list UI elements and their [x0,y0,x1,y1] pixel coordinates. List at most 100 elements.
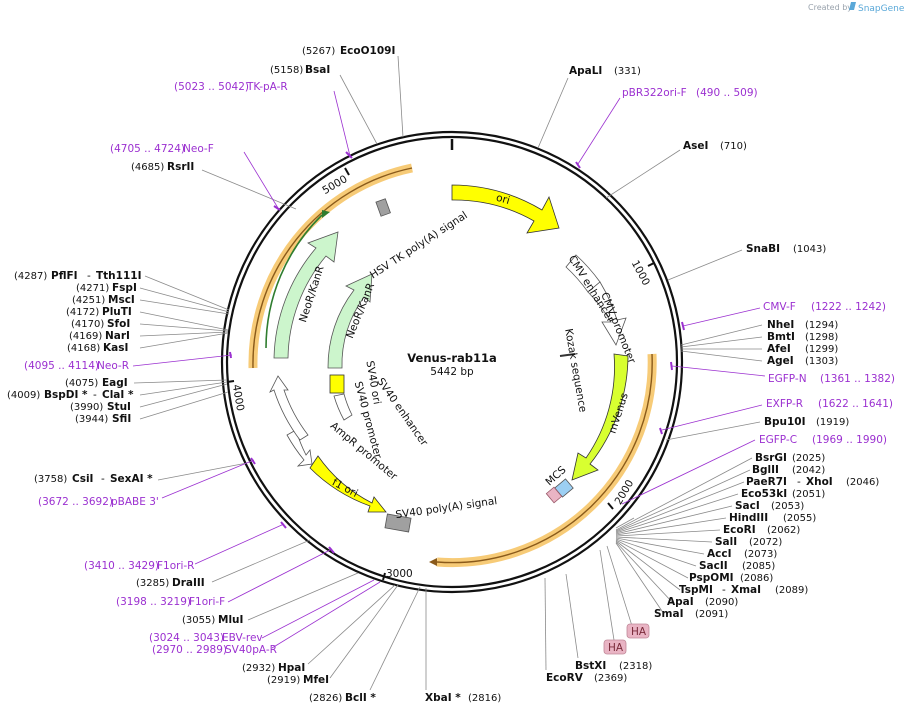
enzyme-tspmi[interactable]: TspMI [679,584,713,596]
enzyme-snabi[interactable]: SnaBI [746,243,780,255]
ha-tag-2[interactable] [603,639,627,655]
primer-f1ori-f[interactable]: F1ori-F [189,596,225,608]
enzyme-sacii[interactable]: SacII [699,560,728,572]
enzyme-bsai[interactable]: BsaI [305,64,330,76]
enzyme-bglii[interactable]: BglII [752,464,779,476]
enzyme-acci[interactable]: AccI [707,548,731,560]
primer-pbr322ori-f[interactable]: pBR322ori-F [622,87,687,99]
primer-neo-f[interactable]: Neo-F [183,143,214,155]
feature-kozak[interactable] [559,353,576,357]
enzyme-ecorv-pos: (2369) [594,673,627,684]
enzyme-csii[interactable]: CsiI [72,473,93,485]
enzyme-pluti[interactable]: PluTI [102,306,132,318]
enzyme-sacii-pos: (2085) [742,561,775,572]
enzyme-bpu10i[interactable]: Bpu10I [764,416,806,428]
feature-sv40-promoter[interactable] [269,375,309,441]
enzyme-nari[interactable]: NarI [105,330,130,342]
primer-ebv-rev-pos: (3024 .. 3043) [149,632,224,644]
enzyme-eagi-pos: (4075) [65,378,98,389]
primer-pbabe3[interactable]: pBABE 3' [111,496,159,508]
watermark-brand: SnapGene [858,4,905,14]
enzyme-rsrii-pos: (4685) [131,162,164,173]
primer-neo-r[interactable]: Neo-R [97,360,129,372]
neokan-orf-arrowhead [322,210,330,218]
primer-egfp-c[interactable]: EGFP-C [759,434,797,446]
feature-sv40-ori[interactable] [329,374,345,394]
feature-neokan-inner[interactable] [327,273,373,369]
enzyme-afei-pos: (1299) [805,344,838,355]
enzyme-bmti[interactable]: BmtI [767,331,795,343]
feature-ori[interactable] [451,184,560,234]
feature-mvenus[interactable] [571,353,629,481]
primer-ebv-rev[interactable]: EBV-rev [222,632,263,644]
enzyme-msci[interactable]: MscI [108,294,135,306]
enzyme-tspmi-sep: - [722,584,726,596]
enzyme-draiii[interactable]: DraIII [172,577,205,589]
enzyme-ecoo109i[interactable]: EcoO109I [340,45,395,57]
enzyme-smai[interactable]: SmaI [654,608,684,620]
enzyme-bspdi[interactable]: BspDI * [44,389,88,401]
enzyme-paer7i-sep: - [797,476,801,488]
feature-cmv-promoter[interactable] [587,281,627,346]
feature-sv40-polya[interactable] [384,513,412,533]
enzyme-sfoi[interactable]: SfoI [107,318,130,330]
feature-sv40-enhancer[interactable] [333,393,353,421]
enzyme-bstxi[interactable]: BstXI [575,660,606,672]
enzyme-sexai[interactable]: SexAI * [110,473,153,485]
enzyme-clai[interactable]: ClaI * [102,389,134,401]
enzyme-agei[interactable]: AgeI [767,355,794,367]
primer-tk-pa-r[interactable]: TK-pA-R [246,81,288,93]
enzyme-bsrgi[interactable]: BsrGI [755,452,787,464]
feature-hsv-tk-polya[interactable] [375,198,391,217]
enzyme-stui[interactable]: StuI [107,401,131,413]
enzyme-asei[interactable]: AseI [683,140,708,152]
backbone-outer-ring [220,130,684,594]
label-hsv-tk-polya: HSV TK poly(A) signal [368,209,470,281]
enzyme-rsrii[interactable]: RsrII [167,161,194,173]
label-sv40-polya: SV40 poly(A) signal [395,495,498,521]
enzyme-bcli[interactable]: BclI * [345,692,376,704]
primer-cmv-f[interactable]: CMV-F [763,301,796,313]
enzyme-tth111i[interactable]: Tth111I [96,270,141,282]
feature-mcs[interactable] [545,478,574,504]
enzyme-nhei-pos: (1294) [805,320,838,331]
enzyme-hpai[interactable]: HpaI [278,662,305,674]
enzyme-sfii[interactable]: SfiI [112,413,131,425]
enzyme-xhoi[interactable]: XhoI [806,476,833,488]
enzyme-sali[interactable]: SalI [715,536,737,548]
primer-sv40pa-r[interactable]: SV40pA-R [225,644,277,656]
enzyme-pflfi-sep: - [87,270,91,282]
enzyme-eco53ki-pos: (2051) [792,489,825,500]
enzyme-eagi[interactable]: EagI [102,377,128,389]
enzyme-paer7i[interactable]: PaeR7I [746,476,787,488]
primer-sv40pa-r-pos: (2970 .. 2989) [152,644,227,656]
primer-exfp-r[interactable]: EXFP-R [766,398,803,410]
enzyme-nhei[interactable]: NheI [767,319,794,331]
enzyme-hindiii[interactable]: HindIII [729,512,768,524]
enzyme-mfei[interactable]: MfeI [303,674,329,686]
enzyme-mlui[interactable]: MluI [218,614,243,626]
primer-egfp-n[interactable]: EGFP-N [768,373,807,385]
enzyme-bmti-pos: (1298) [805,332,838,343]
feature-neokan-outer[interactable] [273,231,339,359]
enzyme-ecorv[interactable]: EcoRV [546,672,584,684]
primer-egfp-n-pos: (1361 .. 1382) [820,373,895,385]
enzyme-eco53ki[interactable]: Eco53kI [741,488,787,500]
enzyme-saci[interactable]: SacI [735,500,760,512]
primer-f1ori-r[interactable]: F1ori-R [157,560,194,572]
feature-f1-ori[interactable] [309,455,387,513]
enzyme-pspomi[interactable]: PspOMI [689,572,734,584]
enzyme-afei[interactable]: AfeI [767,343,791,355]
enzyme-apai[interactable]: ApaI [667,596,694,608]
enzyme-xmai[interactable]: XmaI [731,584,761,596]
label-sv40-enhancer: SV40 enhancer [374,376,430,449]
enzyme-apali[interactable]: ApaLI [569,65,602,77]
ha-tag-1[interactable] [626,623,650,639]
enzyme-sali-pos: (2072) [749,537,782,548]
enzyme-xbai[interactable]: XbaI * [425,692,461,704]
enzyme-pflfi[interactable]: PflFI [51,270,78,282]
enzyme-ecori[interactable]: EcoRI [723,524,756,536]
enzyme-kasi[interactable]: KasI [103,342,128,354]
enzyme-bsrgi-pos: (2025) [792,453,825,464]
enzyme-fspi[interactable]: FspI [112,282,137,294]
